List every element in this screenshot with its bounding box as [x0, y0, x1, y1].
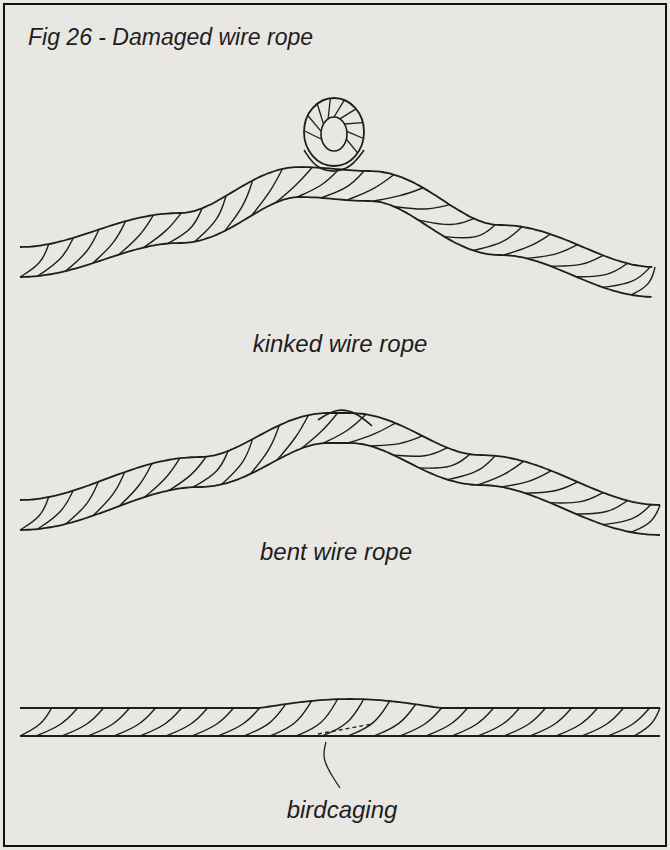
rope-edge: [20, 167, 652, 267]
rope-strand: [145, 458, 180, 497]
rope-strand: [347, 131, 364, 138]
rope-strand: [603, 505, 651, 525]
rope-strand: [373, 188, 423, 201]
rope-strand: [478, 461, 524, 485]
rope-strand: [252, 169, 283, 215]
figure-title: Fig 26 - Damaged wire rope: [28, 24, 313, 51]
rope-label: bent wire rope: [260, 538, 412, 566]
rope-strand: [308, 115, 321, 131]
rope-strand: [550, 493, 603, 503]
rope-strand: [296, 699, 338, 736]
figure-frame: [4, 4, 666, 846]
rope-strand: [221, 439, 252, 484]
rope-strand: [66, 230, 99, 272]
rope-strand: [447, 456, 495, 480]
rope-strand: [631, 505, 660, 532]
kink-join: [304, 150, 364, 171]
rope-strand: [576, 501, 627, 514]
leader-line: [324, 742, 340, 788]
rope-strand: [317, 104, 323, 124]
bent-rope: [20, 410, 660, 535]
rope-strand: [66, 482, 99, 524]
rope-strand: [444, 225, 495, 238]
rope-strand: [169, 457, 206, 491]
rope-strand: [321, 171, 364, 198]
rope-strand: [322, 699, 364, 736]
kink-loop: [321, 117, 347, 151]
rope-strand: [119, 215, 154, 255]
rope-strand: [328, 98, 330, 119]
rope-strand: [418, 219, 474, 225]
rope-strand: [503, 234, 550, 255]
rope-edge: [20, 197, 652, 297]
rope-strand: [631, 267, 655, 295]
rope-edge: [20, 443, 660, 535]
rope-strand: [93, 472, 125, 516]
rope-strand: [603, 267, 650, 287]
rope-strand: [195, 196, 226, 242]
rope-edge: [20, 413, 660, 505]
rope-strand: [634, 708, 660, 736]
rope-strand: [419, 454, 469, 468]
rope-strand: [193, 451, 228, 487]
rope-strand: [244, 704, 286, 736]
rope-strand: [345, 123, 363, 124]
rope-strand: [394, 448, 448, 457]
rope-strand: [38, 238, 74, 276]
rope-strand: [347, 175, 394, 200]
rope-strand: [276, 167, 312, 202]
rope-strand: [250, 425, 279, 474]
rope-edge: [20, 699, 660, 708]
birdcaged-rope: [20, 699, 660, 788]
rope-strand: [348, 701, 390, 736]
rope-strand: [340, 109, 356, 119]
rope-strand: [270, 701, 312, 736]
rope-strand: [346, 139, 357, 153]
rope-strand: [551, 255, 603, 266]
rope-strand: [608, 708, 650, 736]
rope-strand: [93, 221, 126, 263]
loose-wire: [318, 724, 372, 734]
rope-strand: [334, 100, 344, 117]
rope-strand: [304, 131, 322, 139]
rope-strand: [576, 263, 627, 276]
rope-strand: [225, 180, 253, 230]
kink-loop: [304, 98, 364, 166]
rope-strand: [473, 227, 522, 251]
rope-strand: [374, 704, 416, 736]
kinked-rope: [20, 98, 655, 297]
rope-strand: [370, 436, 422, 446]
rope-strand: [277, 415, 308, 460]
bend-crest: [318, 410, 372, 426]
rope-strand: [394, 205, 450, 209]
rope-strand: [143, 213, 181, 248]
rope-strand: [525, 482, 577, 493]
rope-strand: [501, 471, 551, 487]
rope-label: kinked wire rope: [253, 330, 428, 358]
rope-strand: [526, 245, 577, 259]
rope-label: birdcaging: [287, 796, 398, 824]
rope-strand: [167, 208, 202, 243]
rope-strand: [38, 491, 74, 529]
rope-strand: [119, 464, 152, 506]
